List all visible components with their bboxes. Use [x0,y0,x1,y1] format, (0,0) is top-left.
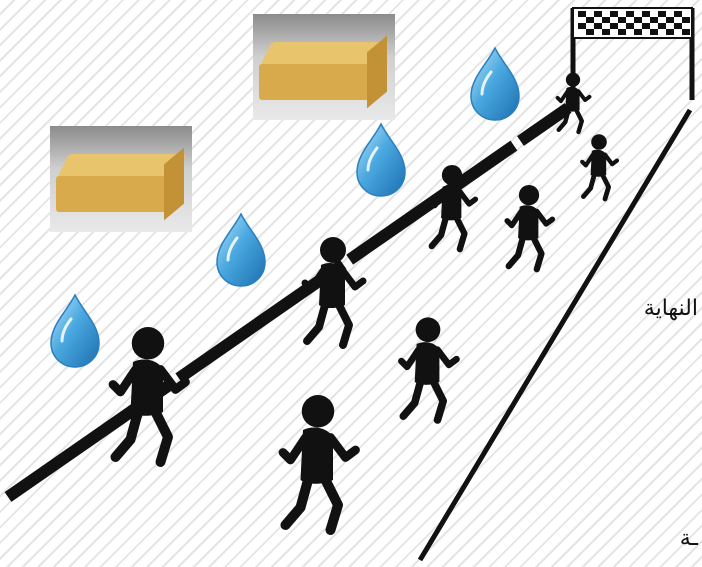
track-lane-line [8,108,568,497]
water-drop-icon [51,295,99,367]
runner-icon [558,73,590,132]
water-drop-icon [357,124,405,196]
water-drop-icon [471,48,519,120]
start-label: ـة [680,526,698,551]
finish-label: النهاية [644,296,698,321]
water-drop-icon [217,214,265,286]
runner-icon [283,395,356,530]
runner-icon [582,134,617,199]
runner-icon [507,185,552,269]
runner-icon [113,327,186,462]
checkered-flag-icon [573,8,692,100]
runner-icon [401,317,456,420]
